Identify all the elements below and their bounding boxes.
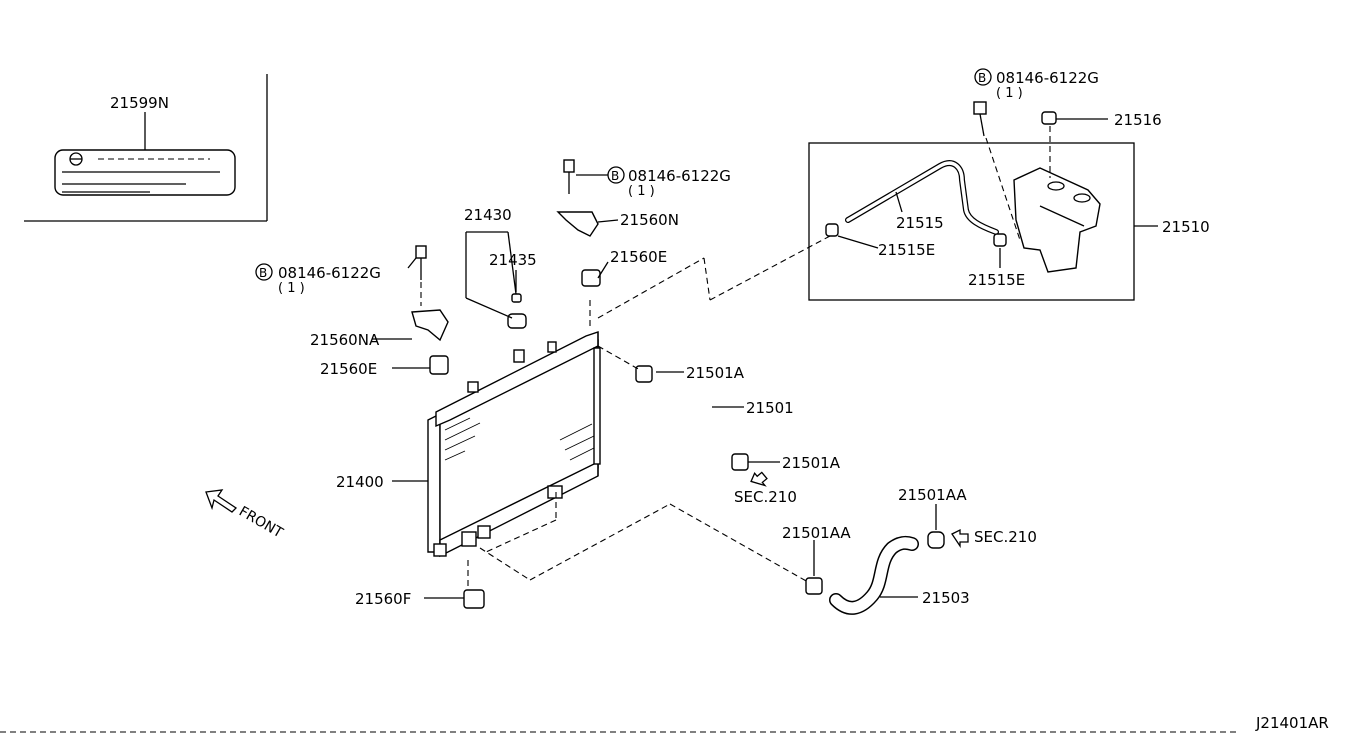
label-21430: 21430: [464, 206, 512, 224]
label-21560NA: 21560NA: [310, 331, 380, 349]
bolt-part-number: 08146-6122G: [628, 167, 731, 185]
reservoir-box: [808, 142, 1158, 301]
radiator-cap: [507, 293, 527, 329]
bolt-callout-reservoir: B 08146-6122G ( 1 ): [974, 68, 1099, 101]
bolt-quantity: ( 1 ): [278, 281, 305, 296]
front-arrow-icon: [205, 489, 238, 513]
bolt-part-number: 08146-6122G: [278, 264, 381, 282]
label-21599N: 21599N: [110, 94, 169, 112]
label-21501A-bottom: 21501A: [782, 454, 841, 472]
mount-bracket-left: [411, 245, 449, 375]
bolt-quantity: ( 1 ): [996, 86, 1023, 101]
front-indicator: FRONT: [236, 504, 286, 542]
label-21515: 21515: [896, 214, 944, 232]
label-21501: 21501: [746, 399, 794, 417]
label-21501AA-left: 21501AA: [782, 524, 851, 542]
bolt-symbol: B: [611, 169, 619, 183]
mount-bracket-right: [556, 159, 601, 287]
bolt-callout-top: B 08146-6122G ( 1 ): [576, 166, 731, 199]
lower-hose: [805, 531, 945, 615]
label-21560E-left: 21560E: [320, 360, 377, 378]
label-21510: 21510: [1162, 218, 1210, 236]
bolt-part-number: 08146-6122G: [996, 69, 1099, 87]
label-sec210-a: SEC.210: [734, 488, 797, 506]
upper-hose: [635, 365, 749, 471]
label-21501AA-right: 21501AA: [898, 486, 967, 504]
label-21435: 21435: [489, 251, 537, 269]
label-21560F: 21560F: [355, 590, 411, 608]
mount-bottom: [463, 589, 485, 609]
radiator: [427, 331, 601, 558]
label-21515E-bottom: 21515E: [968, 271, 1025, 289]
label-inset: 21599N: [24, 74, 268, 222]
label-21501A-top: 21501A: [686, 364, 745, 382]
label-21560N: 21560N: [620, 211, 679, 229]
radiator-fins: [444, 417, 595, 461]
diagram-id: J21401AR: [1255, 714, 1329, 732]
bolt-symbol: B: [978, 71, 986, 85]
bolt-symbol: B: [259, 266, 267, 280]
label-21515E-left: 21515E: [878, 241, 935, 259]
label-21503: 21503: [922, 589, 970, 607]
bolt-callout-left: B 08146-6122G ( 1 ): [255, 257, 417, 296]
label-21560E-top: 21560E: [610, 248, 667, 266]
label-21400: 21400: [336, 473, 384, 491]
bolt-quantity: ( 1 ): [628, 184, 655, 199]
label-sec210-b: SEC.210: [974, 528, 1037, 546]
label-21516: 21516: [1114, 111, 1162, 129]
